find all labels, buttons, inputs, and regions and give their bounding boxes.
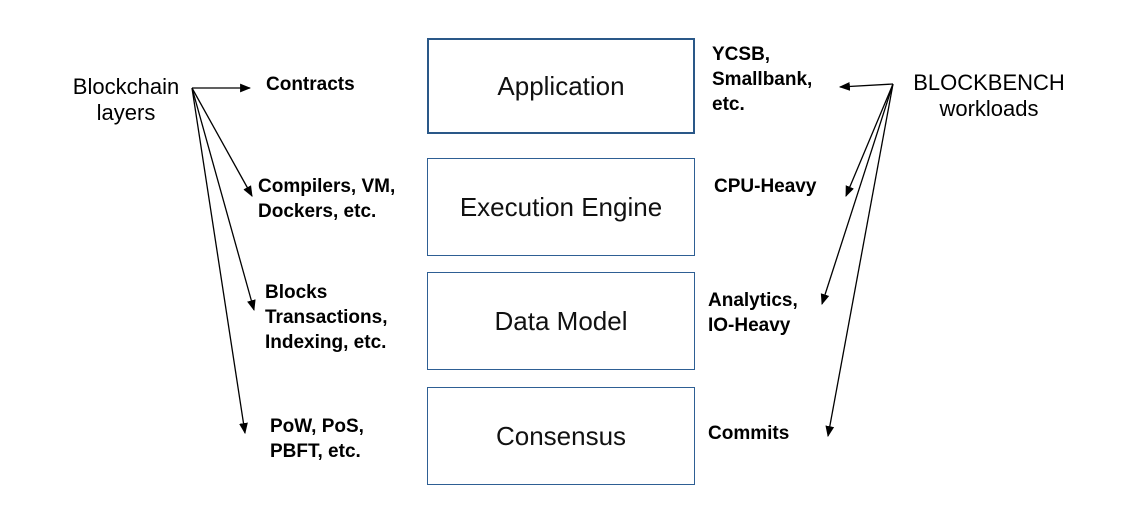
arrow-to-cpu-heavy: [845, 83, 894, 198]
left-label-compilers: Compilers, VM, Dockers, etc.: [258, 176, 396, 222]
arrow-to-pow: [191, 87, 248, 435]
right-caption: BLOCKBENCH workloads: [913, 70, 1065, 121]
left-label-contracts: Contracts: [266, 74, 355, 95]
arrow-to-ycsb: [838, 82, 894, 91]
right-label-cpu-heavy: CPU-Heavy: [714, 176, 817, 197]
right-label-commits: Commits: [708, 423, 790, 444]
right-label-analytics: Analytics, IO-Heavy: [708, 290, 798, 336]
right-label-ycsb: YCSB, Smallbank, etc.: [712, 44, 813, 115]
layer-box-consensus: Consensus: [427, 387, 695, 485]
layer-box-execution-engine: Execution Engine: [427, 158, 695, 256]
layer-box-data-model: Data Model: [427, 272, 695, 370]
arrow-to-commits: [825, 83, 894, 438]
arrow-to-blocks: [191, 87, 256, 312]
layer-box-application: Application: [427, 38, 695, 134]
left-label-blocks: Blocks Transactions, Indexing, etc.: [265, 282, 388, 353]
left-label-pow: PoW, PoS, PBFT, etc.: [270, 416, 364, 462]
arrow-to-compilers: [191, 87, 253, 197]
arrow-to-analytics: [820, 83, 894, 306]
left-caption: Blockchain layers: [72, 74, 180, 125]
